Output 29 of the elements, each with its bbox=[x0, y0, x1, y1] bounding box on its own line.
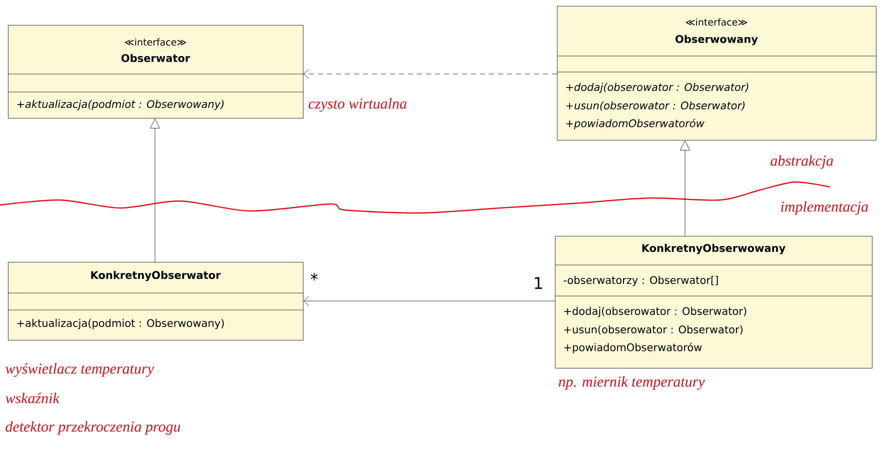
handwritten-note: implementacja bbox=[781, 201, 868, 215]
class-name: KonkretnyObserwator bbox=[91, 270, 221, 282]
class-box bbox=[554, 236, 872, 368]
stereotype-text: ≪interface≫ bbox=[686, 18, 747, 26]
class-name: KonkretnyObserwowany bbox=[642, 244, 786, 254]
handwritten-note: detektor przekroczenia progu bbox=[6, 421, 180, 435]
handwritten-note: wskaźnik bbox=[6, 392, 60, 404]
member-text: +powiadomObserwatorów bbox=[566, 118, 704, 130]
member-text: +aktualizacja(podmiot : Obserwowany) bbox=[17, 100, 224, 110]
arrow bbox=[150, 118, 160, 262]
multiplicity: 1 bbox=[534, 277, 542, 289]
member-text: +dodaj(obserowator : Obserwator) bbox=[566, 82, 748, 94]
member-text: +usun(obserowator : Obserwator) bbox=[566, 101, 745, 111]
member-text: -obserwatorzy : Obserwator[] bbox=[564, 276, 718, 286]
stereotype-text: ≪interface≫ bbox=[125, 38, 186, 46]
member-text: +dodaj(obserowator : Obserwator) bbox=[564, 306, 746, 318]
class-box bbox=[8, 262, 304, 340]
arrow bbox=[680, 140, 690, 236]
class-box bbox=[556, 6, 876, 140]
arrow bbox=[304, 69, 558, 79]
member-text: +usun(obserowator : Obserwator) bbox=[564, 325, 743, 335]
member-text: +powiadomObserwatorów bbox=[564, 342, 702, 354]
member-text: +aktualizacja(podmiot : Obserwowany) bbox=[17, 318, 224, 330]
arrow bbox=[304, 296, 556, 306]
class-name: Obserwator bbox=[121, 54, 190, 62]
class-box bbox=[8, 25, 304, 118]
handwritten-note: abstrakcja bbox=[770, 155, 833, 169]
class-name: Obserwowany bbox=[676, 34, 758, 46]
handwritten-note: wyświetlacz temperatury bbox=[6, 363, 154, 377]
